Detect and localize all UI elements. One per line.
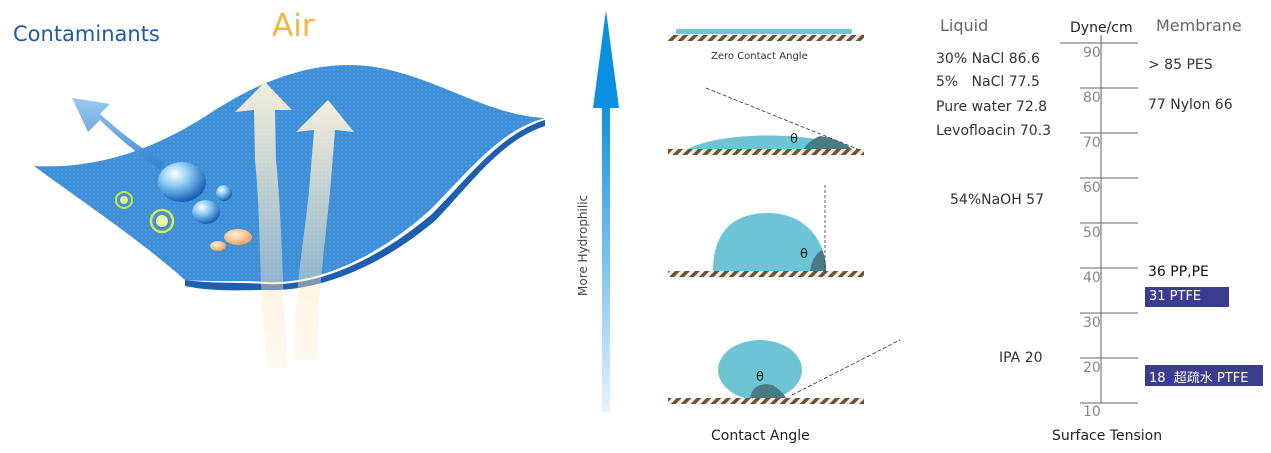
membrane-item: 77 Nylon 66 (1148, 97, 1233, 113)
air-flow-arrows (235, 82, 354, 368)
dyne-header: Dyne/cm (1070, 20, 1133, 36)
scale-tick-label: 80 (1083, 90, 1101, 106)
scale-tick-label: 70 (1083, 135, 1101, 151)
theta-label: θ (790, 132, 798, 147)
surface-large-angle (668, 339, 901, 404)
contact-angle-diagram (593, 10, 901, 412)
membrane-item-highlight: 31 PTFE (1145, 287, 1229, 307)
scale-tick-label: 60 (1083, 180, 1101, 196)
membrane-sheet (34, 64, 545, 291)
membrane-illustration (34, 64, 545, 368)
liquid-item: Pure water 72.8 (936, 99, 1048, 115)
scale-tick-label: 40 (1083, 270, 1101, 286)
liquid-item: 30% NaCl 86.6 (936, 51, 1040, 67)
scale-tick-label: 30 (1083, 315, 1101, 331)
zero-contact-angle-label: Zero Contact Angle (711, 51, 808, 62)
surface-right-angle (668, 185, 864, 277)
scale-tick-label: 20 (1083, 360, 1101, 376)
theta-label: θ (800, 247, 808, 262)
surface-tension-caption: Surface Tension (1052, 428, 1163, 444)
liquid-item: IPA 20 (999, 350, 1043, 366)
scale-tick-label: 90 (1083, 45, 1101, 61)
theta-label: θ (756, 370, 764, 385)
liquid-item: 5% NaCl 77.5 (936, 74, 1040, 90)
scale-tick-label: 50 (1083, 225, 1101, 241)
scale-tick-label: 10 (1083, 404, 1101, 420)
membrane-item: 36 PP,PE (1148, 264, 1209, 280)
surface-zero-angle (668, 29, 864, 41)
contaminant-arrow (72, 98, 165, 170)
membrane-item: > 85 PES (1148, 57, 1213, 73)
air-label: Air (272, 8, 315, 44)
surface-small-angle (668, 87, 864, 155)
hydrophilic-arrow (593, 10, 619, 412)
hydrophilic-axis-label: More Hydrophilic (576, 194, 590, 296)
contaminants-label: Contaminants (13, 22, 160, 46)
membrane-item-highlight: 18 超疏水 PTFE (1145, 365, 1263, 386)
liquid-header: Liquid (940, 16, 989, 35)
liquid-item: 54%NaOH 57 (950, 192, 1044, 208)
surface-tension-scale (1060, 35, 1138, 404)
droplets (158, 162, 252, 251)
contaminant-particles (115, 191, 175, 234)
liquid-item: Levofloacin 70.3 (936, 123, 1052, 139)
contact-angle-caption: Contact Angle (711, 428, 810, 444)
membrane-header: Membrane (1156, 16, 1242, 35)
